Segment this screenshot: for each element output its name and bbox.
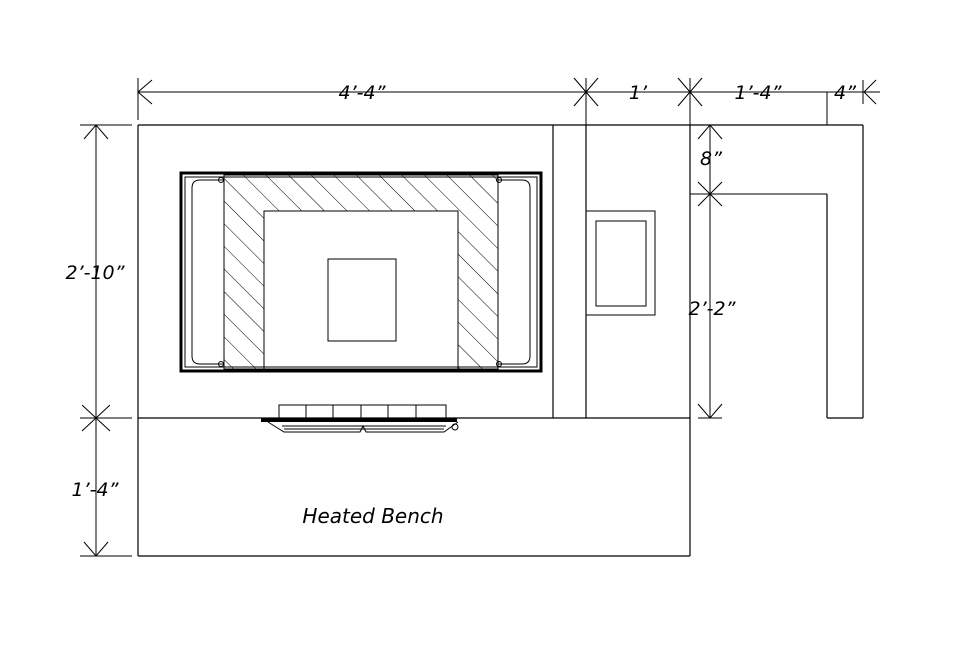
top-dimension-line xyxy=(137,77,880,125)
dim-left-upper: 2’-10” xyxy=(65,262,124,284)
dim-top-total: 4’-4” xyxy=(339,82,386,104)
hearth-grate xyxy=(261,404,459,433)
dim-top-right: 1’-4” xyxy=(735,82,782,104)
right-dimension-line xyxy=(690,124,827,419)
dim-right-upper: 8” xyxy=(700,148,722,170)
side-return-wall xyxy=(826,125,864,419)
dim-right-lower: 2’-2” xyxy=(689,298,736,320)
dim-top-far-right: 4” xyxy=(834,82,856,104)
firebrick-lining xyxy=(223,174,499,370)
dim-left-lower: 1’-4” xyxy=(72,479,119,501)
left-dimension-line xyxy=(80,124,132,557)
cleanout-door xyxy=(585,210,656,316)
dim-top-middle: 1’ xyxy=(629,82,648,104)
bench-label: Heated Bench xyxy=(302,504,443,528)
